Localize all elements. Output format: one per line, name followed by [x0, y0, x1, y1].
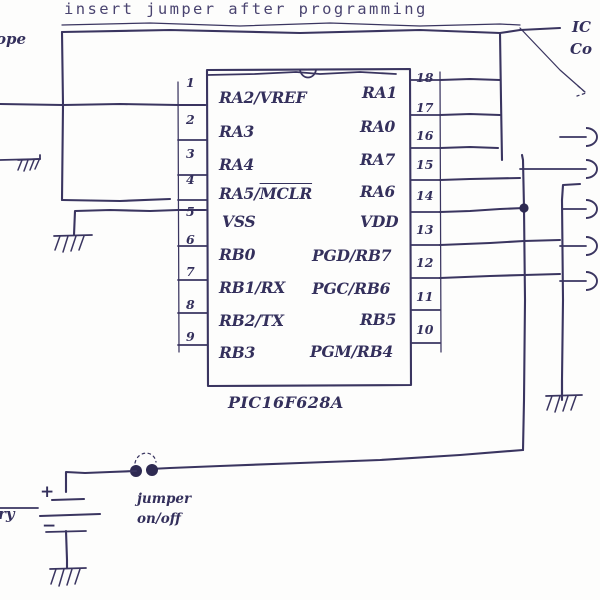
pin-label-RB0: RB0: [219, 245, 256, 264]
pin-label-VSS: VSS: [222, 212, 256, 231]
chip-part-number: PIC16F628A: [228, 393, 344, 412]
wire-connector-rail: [560, 198, 565, 402]
label-ic-connector-line1: IC: [572, 18, 591, 36]
wire-left-loop-bottom: [60, 197, 172, 203]
pin-number-15: 15: [416, 157, 434, 172]
wire-connector-rail-top: [560, 182, 582, 202]
ground-hatch-icon-4: [49, 567, 87, 587]
pin-number-18: 18: [416, 70, 434, 85]
wire-chip-top-link: [206, 71, 397, 76]
label-jumper-line1: jumper: [137, 491, 192, 507]
pin-number-10: 10: [416, 322, 434, 337]
pin-label-RB3: RB3: [219, 343, 256, 362]
pin-number-11: 11: [416, 289, 434, 304]
label-jumper-line2: on/off: [137, 511, 181, 527]
pin-label-PGM-RB4: PGM/RB4: [310, 342, 394, 361]
connector-pads: [519, 127, 598, 291]
connector-pad-3: [585, 199, 598, 219]
pin-label-RA7: RA7: [360, 150, 396, 169]
pin-label-RB5: RB5: [360, 310, 397, 329]
wire-bottom-return: [148, 448, 525, 471]
pin-number-4: 4: [186, 172, 195, 187]
ground-hatch-icon-3: [545, 394, 583, 413]
battery-plus-sign: +: [40, 482, 55, 502]
pin-label-RA0: RA0: [360, 117, 396, 136]
connector-pad-2: [585, 159, 598, 179]
mclr-overline: MCLR: [259, 184, 313, 203]
pin-label-VDD: VDD: [360, 212, 399, 231]
wire-pin12-right: [438, 272, 562, 280]
wire-scope-to-pin1: [0, 102, 207, 107]
pin-number-8: 8: [186, 297, 195, 312]
battery-plate-short-1: [38, 512, 102, 518]
pin-number-2: 2: [186, 112, 195, 127]
pin-number-12: 12: [416, 255, 434, 270]
pin-label-RA5-MCLR-text: RA5/MCLR: [219, 184, 313, 203]
label-scope: ope: [0, 30, 27, 48]
pin-number-7: 7: [186, 264, 195, 279]
leader-arrow-ic: [576, 85, 587, 97]
jumper-pad-right: [146, 464, 158, 476]
pin-number-1: 1: [186, 75, 195, 90]
pin-number-rail-left: [177, 81, 180, 353]
label-battery: ry: [0, 505, 15, 523]
connector-pad-5: [585, 271, 598, 291]
pin-label-PGC-RB6: PGC/RB6: [312, 279, 391, 298]
battery-plate-long-1: [50, 497, 86, 502]
wire-programmer-top: [498, 26, 562, 35]
wire-pin18-right: [438, 77, 502, 82]
wire-vdd-vert-up: [520, 153, 526, 210]
pin-label-RA4: RA4: [219, 155, 255, 174]
wire-battery-to-ground: [64, 529, 69, 570]
battery-minus-sign: −: [42, 516, 57, 536]
pin-number-14: 14: [416, 188, 434, 203]
label-ic-connector-line2: Co: [570, 40, 592, 58]
wire-top-bus: [60, 28, 502, 35]
chip-outline: [205, 67, 413, 388]
pin-label-RB2-TX: RB2/TX: [219, 311, 284, 330]
wire-vdd-bus: [438, 206, 526, 214]
connector-pad-1: [585, 127, 598, 147]
wire-pin13-right: [438, 238, 562, 247]
pin-label-RA6: RA6: [360, 182, 396, 201]
wire-top-bus-right-drop: [498, 31, 504, 162]
pin-label-RA1: RA1: [362, 83, 398, 102]
pin-label-RA3: RA3: [219, 122, 255, 141]
wire-pin17-right: [438, 112, 502, 117]
pin-label-RA2-VREF: RA2/VREF: [219, 88, 307, 107]
wire-pin16-right: [438, 145, 500, 150]
wire-jumper-to-battery: [64, 469, 138, 494]
pin-number-6: 6: [186, 232, 195, 247]
pin-number-3: 3: [186, 146, 195, 161]
pin-number-13: 13: [416, 222, 434, 237]
pin-label-RB1-RX: RB1/RX: [219, 278, 286, 297]
jumper-arc: [134, 452, 157, 464]
connector-pad-4: [585, 236, 598, 256]
wire-pin15-right: [438, 176, 522, 182]
pin-number-17: 17: [416, 100, 434, 115]
pin-number-9: 9: [186, 329, 195, 344]
pin-number-5: 5: [186, 204, 195, 219]
ground-hatch-icon: [17, 158, 41, 172]
ground-hatch-icon-2: [53, 234, 93, 253]
pin-label-PGD-RB7: PGD/RB7: [312, 246, 392, 265]
caption-insert-jumper: insert jumper after programming: [64, 0, 428, 18]
leader-line-to-ic: [519, 27, 586, 93]
pin-number-16: 16: [416, 128, 434, 143]
wire-vdd-vert-down: [521, 206, 527, 452]
pin-label-RA5-MCLR: RA5/MCLR: [219, 184, 312, 203]
junction-dot-vdd: [519, 203, 529, 213]
caption-underline: [61, 22, 521, 27]
wire-left-loop-vert: [60, 30, 65, 202]
